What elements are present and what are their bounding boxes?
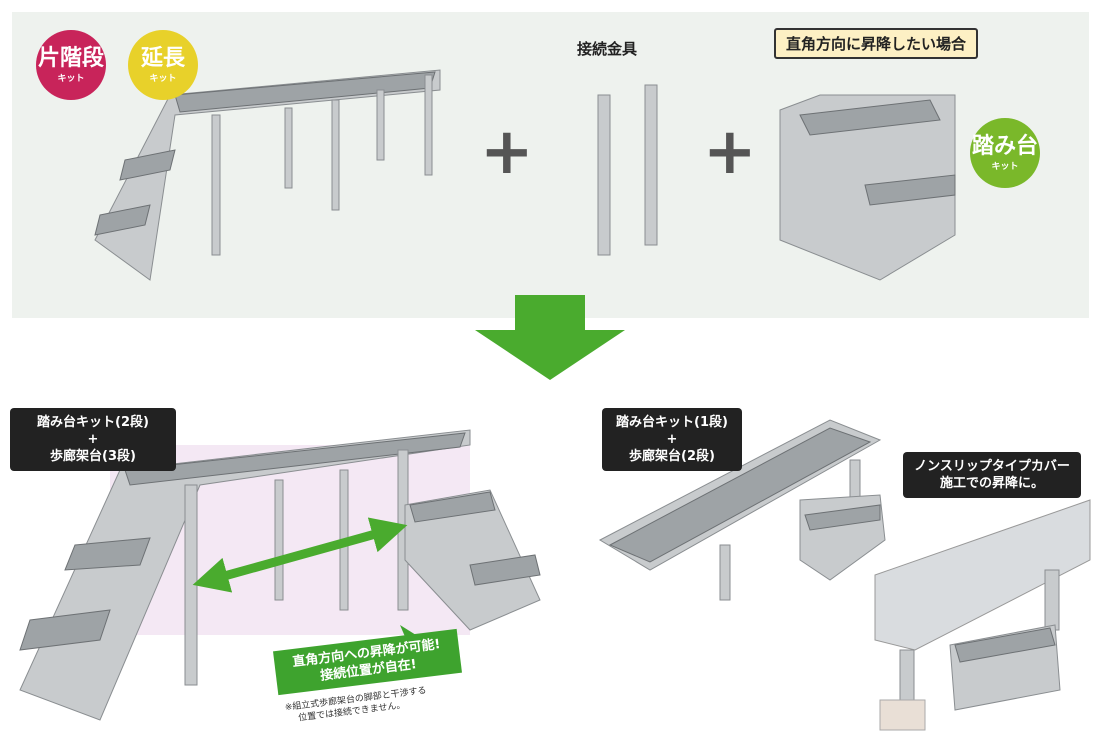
stair-extension-illustration — [94, 69, 441, 281]
badge-sub: キット — [57, 73, 85, 84]
label-line: 踏み台キット(1段) — [616, 415, 728, 430]
label-line: 施工での昇降に。 — [939, 476, 1044, 491]
plus-sign: + — [480, 115, 534, 189]
label-line: 歩廊架台(3段) — [50, 449, 136, 464]
label-line: 踏み台キット(2段) — [37, 415, 149, 430]
badge-main: 踏み台 — [971, 133, 1038, 159]
label-line: ノンスリップタイプカバー — [914, 459, 1070, 474]
label-line: + — [666, 432, 678, 447]
label-line: 歩廊架台(2段) — [629, 449, 715, 464]
double-arrow-icon — [192, 517, 408, 593]
badge-main: 片階段 — [37, 45, 104, 71]
badge-sub: キット — [149, 73, 177, 84]
cover-label: ノンスリップタイプカバー 施工での昇降に。 — [903, 452, 1081, 498]
walkway-illustration — [598, 419, 886, 601]
badge-single-stair-kit: 片階段キット — [36, 30, 106, 100]
combo-label-left: 踏み台キット(2段) + 歩廊架台(3段) — [10, 408, 176, 471]
combined-stairs-illustration — [19, 429, 541, 721]
label-line: + — [87, 432, 99, 447]
badge-step-kit: 踏み台キット — [970, 118, 1040, 188]
badge-sub: キット — [991, 161, 1019, 172]
badge-main: 延長 — [140, 45, 185, 71]
nonslip-cover-illustration — [874, 499, 1091, 731]
right-angle-note: 直角方向に昇降したい場合 — [774, 28, 979, 59]
connector-bracket-illustration — [597, 84, 658, 256]
step-stand-illustration — [779, 94, 956, 281]
connector-label: 接続金具 — [577, 40, 638, 58]
plus-sign: + — [703, 115, 757, 189]
badge-extension-kit: 延長キット — [128, 30, 198, 100]
combo-label-right: 踏み台キット(1段) + 歩廊架台(2段) — [602, 408, 742, 471]
down-arrow-icon — [475, 295, 625, 380]
